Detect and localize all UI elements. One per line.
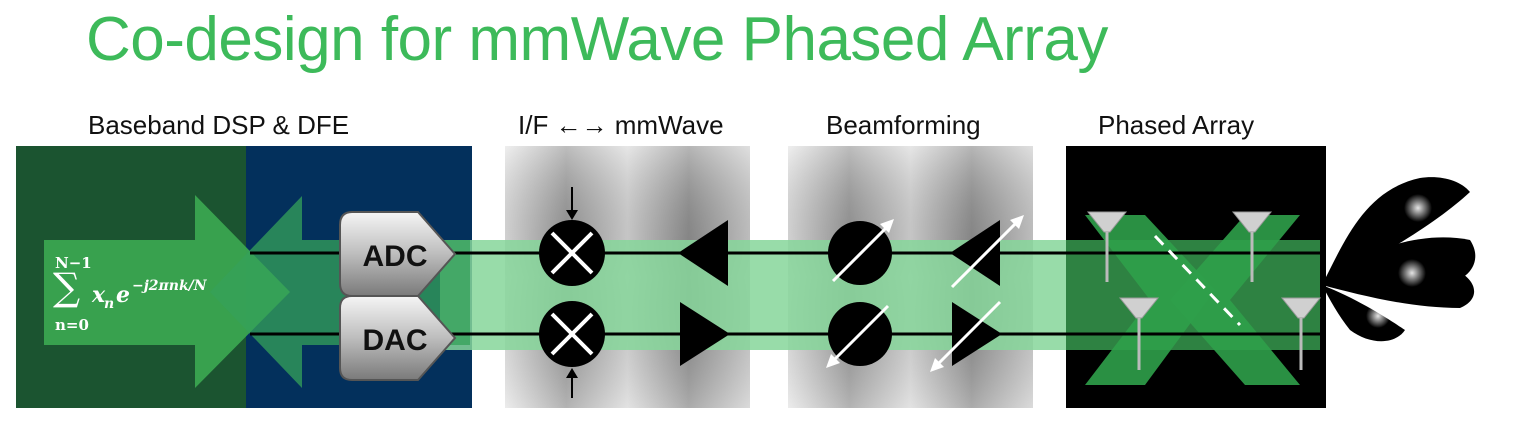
adc-block: ADC [339, 211, 457, 297]
beam-pattern-icon [1322, 177, 1476, 342]
upper-variable-gain-amplifier [950, 215, 1024, 289]
page-title: Co-design for mmWave Phased Array [86, 5, 1108, 74]
sum-upper-limit: N−1 [55, 254, 92, 272]
antenna-icon [1086, 211, 1128, 282]
if-mmwave-section-label: I/F ←→ mmWave [518, 110, 724, 140]
formula-e: e [116, 282, 130, 308]
baseband-section-label: Baseband DSP & DFE [88, 110, 350, 140]
dft-formula: N−1 ∑ n=0 x n e −j2πnk/N [53, 254, 208, 334]
phased-array-section-label: Phased Array [1098, 110, 1255, 140]
antenna-icon [1231, 211, 1273, 282]
lower-mixer [539, 301, 605, 398]
antenna-icon [1280, 297, 1322, 370]
dac-label: DAC [363, 324, 428, 357]
wavefront-line [1153, 234, 1242, 327]
baseband-arrow [44, 195, 290, 388]
upper-phase-shifter [828, 219, 894, 285]
dac-block: DAC [339, 295, 457, 381]
formula-x: x [91, 282, 106, 308]
receive-amplifier [678, 220, 728, 286]
formula-subscript: n [104, 296, 114, 312]
antenna-array [1086, 211, 1322, 370]
beamforming-section-label: Beamforming [826, 110, 981, 140]
adc-label: ADC [363, 240, 428, 273]
sum-lower-limit: n=0 [55, 316, 89, 334]
transmit-amplifier [680, 302, 730, 366]
antenna-icon [1118, 297, 1160, 370]
sum-sign: ∑ [53, 265, 80, 309]
lower-variable-gain-amplifier [930, 300, 1002, 372]
lower-phase-shifter [826, 302, 892, 368]
upper-mixer [539, 187, 605, 286]
formula-exponent: −j2πnk/N [132, 278, 208, 294]
